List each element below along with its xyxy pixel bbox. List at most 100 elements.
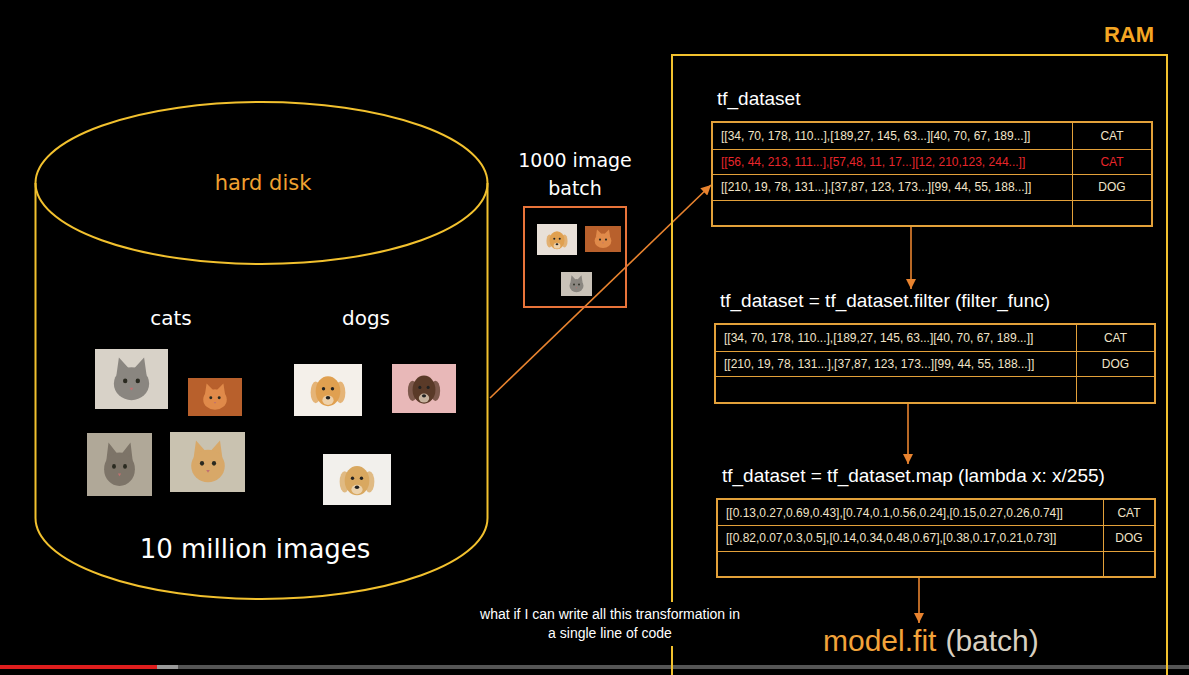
pixel-cell <box>716 377 1077 402</box>
dog-figure <box>340 466 375 495</box>
label-cell: DOG <box>1073 175 1151 200</box>
table-row: [[0.82,0.07,0.3,0.5],[0.14,0.34,0.48,0.6… <box>718 525 1154 550</box>
pixel-cell: [[56, 44, 213, 111...],[57,48, 11, 17...… <box>713 150 1073 175</box>
cat-figure <box>570 275 584 292</box>
progress-played <box>0 665 157 669</box>
cylinder-top <box>36 102 488 264</box>
table-row: [[34, 70, 178, 110...],[189,27, 145, 63.… <box>716 325 1154 351</box>
flow-arrow <box>910 227 912 289</box>
batch-cat-photo <box>561 272 592 296</box>
class-label: CAT <box>1104 331 1127 345</box>
label-cell <box>1073 201 1151 226</box>
photo-ground <box>392 364 456 413</box>
photo-ground <box>294 364 362 416</box>
flow-arrow <box>490 185 711 398</box>
photo-ground <box>537 224 577 255</box>
pixel-cell: [[0.13,0.27,0.69,0.43],[0.74,0.1,0.56,0.… <box>718 500 1104 525</box>
pixel-cell: [[34, 70, 178, 110...],[189,27, 145, 63.… <box>713 123 1073 149</box>
dog-figure <box>546 231 567 249</box>
count-label: 10 million images <box>140 534 371 564</box>
argument-label: (batch) <box>945 623 1038 659</box>
video-subtitle: what if I can write all this transformat… <box>470 602 750 646</box>
cat-photo <box>95 349 168 409</box>
training-call: model.fit(batch) <box>823 623 1039 659</box>
dog-photo <box>323 454 391 505</box>
group-label: cats <box>150 306 192 330</box>
cat-figure <box>203 383 227 409</box>
code-heading: tf_dataset = tf_dataset.map (lambda x: x… <box>716 464 1156 488</box>
table-row <box>713 200 1151 226</box>
pixel-values: [[34, 70, 178, 110...],[189,27, 145, 63.… <box>724 331 1033 345</box>
hard-disk-cylinder: hard disk cats dogs 10 million images <box>33 100 490 600</box>
photo-ground <box>188 378 242 416</box>
cylinder-body <box>36 183 488 599</box>
pixel-values: [[34, 70, 178, 110...],[189,27, 145, 63.… <box>721 129 1030 143</box>
data-table: [[34, 70, 178, 110...],[189,27, 145, 63.… <box>711 121 1153 227</box>
pixel-cell: [[0.82,0.07,0.3,0.5],[0.14,0.34,0.48,0.6… <box>718 526 1104 550</box>
cat-figure <box>114 358 149 401</box>
function-call: model.fit <box>823 623 936 659</box>
dog-figure <box>311 376 346 406</box>
dog-figure <box>408 376 440 404</box>
pixel-values: [[56, 44, 213, 111...],[57,48, 11, 17...… <box>721 155 1025 169</box>
dataset-table: tf_dataset = tf_dataset.map (lambda x: x… <box>716 464 1156 578</box>
photo-ground <box>561 272 592 296</box>
dataset-table: tf_dataset = tf_dataset.filter (filter_f… <box>714 289 1156 404</box>
progress-buffer <box>157 665 178 669</box>
pixel-cell: [[210, 19, 78, 131...],[37,87, 123, 173.… <box>716 352 1077 377</box>
pixel-cell <box>718 552 1104 576</box>
cat-figure <box>104 443 135 486</box>
label-cell: CAT <box>1104 500 1154 525</box>
class-label: DOG <box>1098 180 1125 194</box>
pixel-values: [[0.13,0.27,0.69,0.43],[0.74,0.1,0.56,0.… <box>726 506 1063 520</box>
class-label: CAT <box>1100 155 1123 169</box>
dog-photo <box>294 364 362 416</box>
class-label: CAT <box>1117 506 1140 520</box>
label-cell: CAT <box>1077 325 1154 351</box>
data-table: [[0.13,0.27,0.69,0.43],[0.74,0.1,0.56,0.… <box>716 498 1156 578</box>
label-cell: DOG <box>1077 352 1154 377</box>
pixel-values: [[210, 19, 78, 131...],[37,87, 123, 173.… <box>724 357 1034 371</box>
code-heading: tf_dataset = tf_dataset.filter (filter_f… <box>714 289 1156 313</box>
table-row: [[210, 19, 78, 131...],[37,87, 123, 173.… <box>713 174 1151 200</box>
progress-track <box>0 665 1189 669</box>
class-label: DOG <box>1102 357 1129 371</box>
group-label: dogs <box>342 306 390 330</box>
pixel-cell: [[34, 70, 178, 110...],[189,27, 145, 63.… <box>716 325 1077 351</box>
pixel-cell <box>713 201 1073 226</box>
table-row: [[0.13,0.27,0.69,0.43],[0.74,0.1,0.56,0.… <box>718 500 1154 525</box>
photo-ground <box>323 454 391 505</box>
label-cell: DOG <box>1104 526 1154 550</box>
batch-cat-photo <box>585 226 621 252</box>
dog-photo <box>392 364 456 413</box>
photo-ground <box>170 432 245 492</box>
storage-label: hard disk <box>215 171 312 195</box>
code-heading: tf_dataset <box>711 87 1153 111</box>
table-row <box>718 551 1154 576</box>
table-row: [[210, 19, 78, 131...],[37,87, 123, 173.… <box>716 351 1154 377</box>
table-row: [[34, 70, 178, 110...],[189,27, 145, 63.… <box>713 123 1151 149</box>
class-label: CAT <box>1100 129 1123 143</box>
label-cell: CAT <box>1073 123 1151 149</box>
label-cell <box>1077 377 1154 402</box>
label-cell: CAT <box>1073 150 1151 175</box>
label-cell <box>1104 552 1154 576</box>
ram-panel: tf_dataset [[34, 70, 178, 110...],[189,27… <box>671 54 1168 675</box>
flow-arrow <box>907 404 909 464</box>
pixel-values: [[210, 19, 78, 131...],[37,87, 123, 173.… <box>721 180 1031 194</box>
batch-dog-photo <box>537 224 577 255</box>
cat-figure <box>595 229 612 248</box>
batch-heading: 1000 image batch <box>510 146 640 202</box>
memory-heading: RAM <box>1104 22 1154 48</box>
cat-photo <box>188 378 242 416</box>
photo-ground <box>585 226 621 252</box>
photo-ground <box>95 349 168 409</box>
pixel-cell: [[210, 19, 78, 131...],[37,87, 123, 173.… <box>713 175 1073 200</box>
dataset-table: tf_dataset [[34, 70, 178, 110...],[189,27… <box>711 87 1153 227</box>
pixel-values: [[0.82,0.07,0.3,0.5],[0.14,0.34,0.48,0.6… <box>726 531 1056 545</box>
cat-photo <box>170 432 245 492</box>
class-label: DOG <box>1115 531 1142 545</box>
data-table: [[34, 70, 178, 110...],[189,27, 145, 63.… <box>714 323 1156 404</box>
photo-ground <box>87 433 152 496</box>
